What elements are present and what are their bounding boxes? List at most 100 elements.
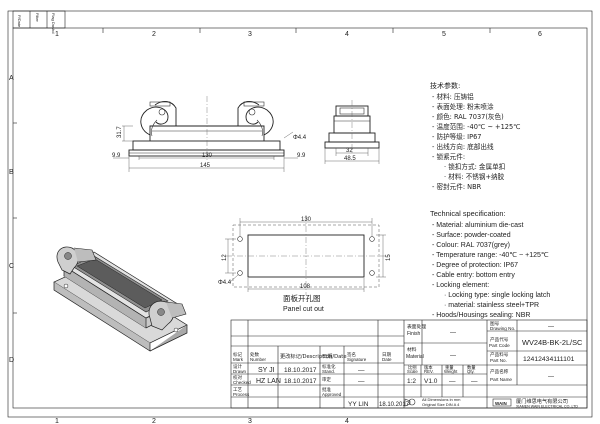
part-code-val: WV24B-BK-2L/SC bbox=[522, 338, 583, 347]
panel-cutout-view: 130 108 12 15 Φ4.4 面板开孔图 Panel cut out bbox=[218, 215, 392, 313]
part-no-cn: 产品料号 bbox=[490, 351, 509, 358]
rev-header-date: 日期/Date bbox=[322, 353, 347, 360]
tech-cn-line: · 锁扣方式: 金属单扣 bbox=[444, 162, 505, 171]
tech-cn-line: - 密封元件: NBR bbox=[432, 182, 482, 191]
tech-en-line: - Colour: RAL 7037(grey) bbox=[432, 242, 510, 249]
panel-cutout-title-cn: 面板开孔图 bbox=[283, 293, 321, 303]
finish-en: Finish bbox=[407, 331, 421, 337]
row-role-cn: 校对 bbox=[233, 374, 242, 381]
units-line1: All Dimensions in mm bbox=[422, 397, 461, 402]
weight-cn: 重量 bbox=[445, 364, 454, 371]
tech-cn-line: - 温度范围: -40℃ ~ +125℃ bbox=[432, 122, 521, 131]
weight-val: — bbox=[449, 378, 456, 385]
finish-val: — bbox=[450, 330, 456, 336]
dim-panel-15: 15 bbox=[386, 254, 392, 261]
row-role-en: Checked bbox=[233, 380, 251, 385]
row-label-en: Stand. bbox=[322, 369, 335, 374]
tech-en-line: - Degree of protection: IP67 bbox=[432, 262, 518, 269]
row-role-cn: 设计 bbox=[233, 363, 242, 370]
drawing-no-cn: 图号 bbox=[490, 321, 500, 327]
material-cn: 材料 bbox=[407, 346, 417, 353]
scale-val: 1:2 bbox=[407, 378, 416, 385]
corner-box: P/Date Filter Flag Dashd bbox=[12, 10, 66, 33]
row-label-val: YY LIN bbox=[348, 401, 369, 408]
drawing-no-val: — bbox=[548, 324, 554, 330]
dim-32: 32 bbox=[346, 148, 353, 154]
dim-145: 145 bbox=[200, 163, 211, 169]
dim-9-9-right: 9.9 bbox=[297, 153, 306, 159]
qty-val: — bbox=[471, 378, 478, 385]
tech-en-line: - Cable entry: bottom entry bbox=[432, 272, 515, 279]
tech-en-line: - Material: aluminium die-cast bbox=[432, 222, 523, 229]
rev-header-sign-cn: 签名 bbox=[347, 351, 356, 358]
zone-label-bottom: 2 bbox=[152, 418, 156, 424]
row-role-cn: 工艺 bbox=[233, 387, 242, 393]
tech-cn-line: - 锁紧元件: bbox=[432, 152, 465, 161]
corner-label: Flag Dashd bbox=[51, 13, 56, 33]
tech-en-line: · material: stainless steel+TPR bbox=[444, 302, 539, 309]
corner-label: P/Date bbox=[17, 15, 22, 28]
rev-en: REV. bbox=[424, 369, 434, 374]
company-name-en: XIAMEN WAIN ELECTRICAL CO.,LTD bbox=[516, 405, 578, 409]
projection-symbol-icon bbox=[408, 398, 416, 406]
weight-en: Weight bbox=[444, 369, 458, 374]
zone-label-left: C bbox=[9, 263, 14, 270]
rev-header-date2-en: Date bbox=[382, 357, 392, 362]
row-label-val: — bbox=[358, 378, 365, 385]
corner-label: Filter bbox=[35, 13, 40, 23]
company-logo-icon bbox=[492, 398, 512, 407]
zone-label-top: 6 bbox=[538, 31, 542, 38]
row-date: 18.10.2017 bbox=[284, 367, 317, 374]
isometric-view bbox=[53, 246, 188, 352]
tech-en-line: - Surface: powder-coated bbox=[432, 232, 511, 239]
tech-en-heading: Technical specification: bbox=[430, 209, 506, 218]
part-code-cn: 产品代号 bbox=[490, 336, 509, 343]
dim-hole: Φ4.4 bbox=[293, 135, 307, 141]
qty-cn: 数量 bbox=[467, 364, 476, 371]
tech-cn-line: - 出线方向: 底部出线 bbox=[432, 142, 494, 151]
dim-panel-130: 130 bbox=[301, 217, 312, 223]
row-date: 18.10.2017 bbox=[284, 378, 317, 385]
tech-cn-line: - 防护等级: IP67 bbox=[432, 132, 481, 141]
material-val: — bbox=[450, 353, 456, 359]
row-label-date: 18.10.2017 bbox=[379, 402, 410, 408]
dim-panel-hole: Φ4.4 bbox=[218, 280, 232, 286]
tech-cn-line: - 表面处理: 粉末喷涂 bbox=[432, 102, 494, 111]
rev-header-qty-cn: 处数 bbox=[250, 351, 259, 358]
zone-label-left: D bbox=[9, 357, 14, 364]
company-name-cn: 厦门维思电气有限公司 bbox=[516, 397, 568, 405]
zone-label-left: A bbox=[9, 75, 14, 82]
scale-cn: 比例 bbox=[408, 364, 417, 371]
side-view: 32 48.5 bbox=[324, 100, 380, 164]
tech-cn-heading: 技术参数: bbox=[430, 81, 460, 90]
zone-ruler-top: 1 2 3 4 5 6 bbox=[55, 28, 542, 38]
row-label-val: — bbox=[358, 367, 365, 374]
tech-spec-en: Technical specification: - Material: alu… bbox=[430, 209, 550, 319]
part-name-val: — bbox=[548, 374, 554, 380]
scale-en: Scale bbox=[407, 369, 418, 374]
dim-130: 130 bbox=[202, 153, 213, 159]
zone-label-top: 2 bbox=[152, 31, 156, 38]
company-logo-mark: WAIN bbox=[495, 401, 507, 406]
tech-cn-line: · 材料: 不锈钢+纳胶 bbox=[444, 172, 505, 181]
dim-panel-108: 108 bbox=[300, 284, 311, 290]
rev-cn: 版本 bbox=[424, 364, 433, 371]
row-label-cn: 标准化 bbox=[322, 363, 336, 370]
dim-9-9-left: 9.9 bbox=[112, 153, 121, 159]
part-name-cn: 产品名称 bbox=[490, 368, 509, 375]
row-label-en: Approved bbox=[322, 392, 342, 397]
projection-cone-icon bbox=[404, 398, 411, 407]
zone-label-bottom: 3 bbox=[248, 418, 252, 424]
tech-spec-cn: 技术参数: - 材料: 压铸铝 - 表面处理: 粉末喷涂 - 颜色: RAL 7… bbox=[430, 81, 521, 191]
dim-31-7: 31.7 bbox=[117, 126, 123, 138]
dim-48-5: 48.5 bbox=[344, 156, 356, 162]
part-name-en: Part Name bbox=[490, 377, 512, 382]
zone-label-bottom: 4 bbox=[345, 418, 349, 424]
finish-cn: 表面处理 bbox=[407, 323, 426, 330]
row-name: HZ LAN bbox=[256, 378, 281, 385]
rev-header-sign-en: Signature bbox=[347, 357, 367, 362]
title-block: 标记 Mark 处数 Number 更改标记/Description 日期/Da… bbox=[230, 319, 588, 409]
zone-ruler-left: A B C D bbox=[9, 75, 17, 364]
zone-label-top: 3 bbox=[248, 31, 252, 38]
